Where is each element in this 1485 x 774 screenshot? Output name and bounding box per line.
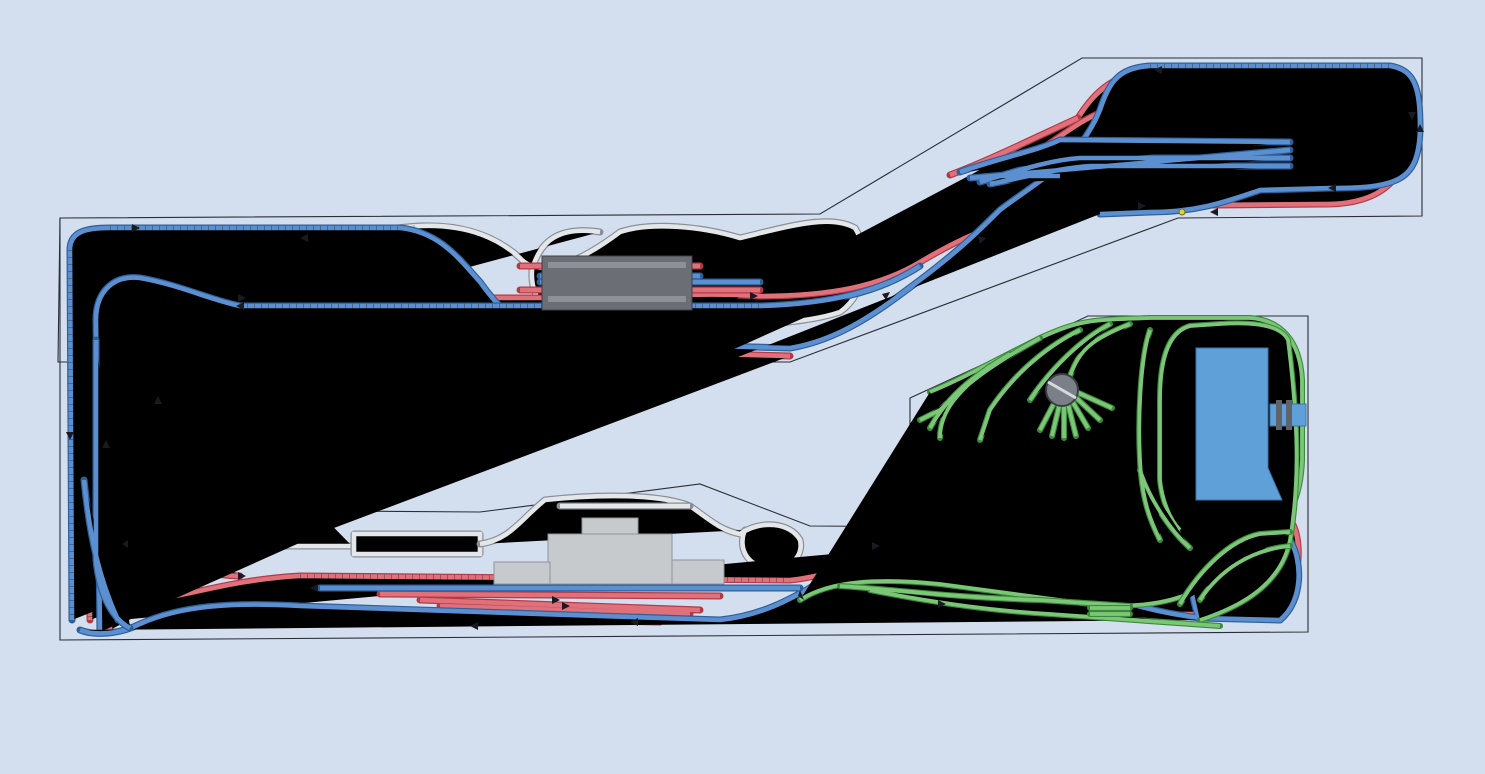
arrow-triangle-icon bbox=[1328, 184, 1336, 192]
direction-arrows bbox=[66, 66, 1424, 630]
arrow-triangle-icon bbox=[552, 596, 560, 604]
arrow-triangle-icon bbox=[102, 440, 110, 448]
station-platform bbox=[541, 255, 693, 311]
arrow-triangle-icon bbox=[630, 618, 638, 626]
arrow-triangle-icon bbox=[122, 540, 128, 548]
arrow-triangle-icon bbox=[154, 396, 162, 404]
arrow-triangle-icon bbox=[1416, 124, 1424, 132]
arrow-triangle-icon bbox=[1210, 208, 1218, 216]
arrow-triangle-icon bbox=[1408, 112, 1416, 120]
arrow-triangle-icon bbox=[938, 600, 946, 608]
blue-main-line bbox=[66, 62, 1424, 637]
arrow-triangle-icon bbox=[310, 584, 318, 592]
signal-marker bbox=[1178, 208, 1186, 216]
arrow-triangle-icon bbox=[470, 622, 478, 630]
arrow-triangle-icon bbox=[750, 292, 758, 300]
green-yard-tracks bbox=[797, 315, 1305, 629]
arrow-triangle-icon bbox=[562, 602, 570, 610]
arrow-triangle-icon bbox=[978, 236, 986, 244]
station-building bbox=[493, 517, 725, 585]
arrow-triangle-icon bbox=[872, 542, 880, 550]
arrow-triangle-icon bbox=[236, 302, 244, 310]
arrow-triangle-icon bbox=[1138, 202, 1146, 210]
harbour-water bbox=[1195, 347, 1307, 501]
arrow-triangle-icon bbox=[882, 292, 890, 300]
arrow-triangle-icon bbox=[1154, 66, 1162, 74]
arrow-triangle-icon bbox=[300, 234, 308, 242]
turntable bbox=[1045, 373, 1079, 407]
arrow-triangle-icon bbox=[132, 224, 140, 232]
arrow-triangle-icon bbox=[66, 432, 74, 440]
arrow-triangle-icon bbox=[798, 590, 804, 600]
arrow-triangle-icon bbox=[238, 572, 246, 580]
arrow-triangle-icon bbox=[238, 294, 246, 302]
